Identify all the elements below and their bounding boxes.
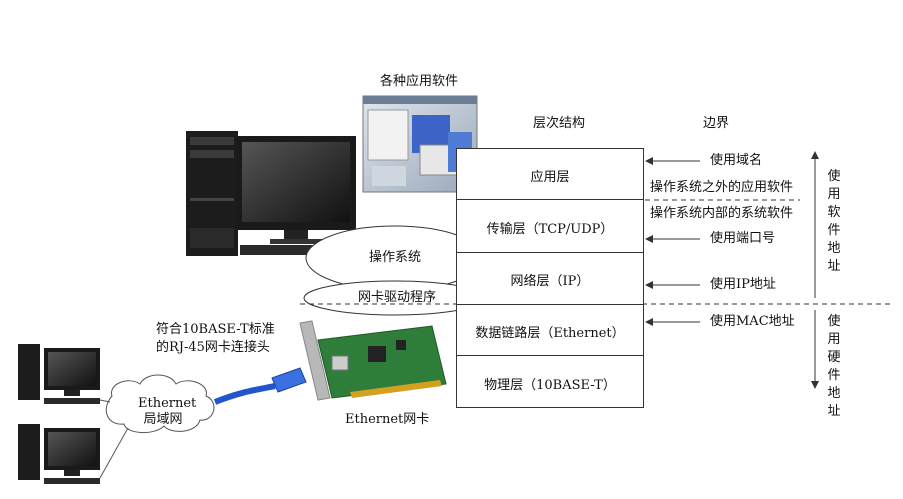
boundary-port: 使用端口号 [710, 231, 776, 246]
small-computer-icon [18, 344, 100, 404]
hardware-address-label: 使 用 硬 件 地 址 [826, 313, 842, 421]
boundary-heading: 边界 [703, 116, 730, 131]
monitor-icon [236, 136, 356, 255]
lan-cloud-shape [105, 374, 215, 433]
layer-network: 网络层（IP） [456, 252, 644, 305]
boundary-domain: 使用域名 [710, 153, 763, 168]
char: 地 [827, 241, 841, 256]
char: 址 [827, 404, 841, 419]
char: 址 [827, 259, 841, 274]
boundary-outside-os: 操作系统之外的应用软件 [650, 180, 794, 195]
software-address-label: 使 用 软 件 地 址 [826, 168, 842, 276]
driver-label: 网卡驱动程序 [358, 290, 437, 305]
layer-label: 网络层（IP） [510, 274, 590, 289]
connection-line [99, 399, 111, 403]
computer-tower-icon [186, 131, 238, 256]
os-label: 操作系统 [369, 250, 422, 265]
structure-heading: 层次结构 [533, 116, 586, 131]
char: 件 [827, 223, 841, 238]
layer-physical: 物理层（10BASE-T） [456, 355, 644, 408]
char: 地 [827, 386, 841, 401]
nic-label: Ethernet网卡 [345, 412, 430, 427]
boundary-mac: 使用MAC地址 [710, 314, 795, 329]
char: 硬 [827, 350, 841, 365]
layer-label: 物理层（10BASE-T） [484, 378, 616, 393]
small-computer-icon [18, 424, 100, 484]
lan-label-line2: 局域网 [143, 412, 183, 427]
application-software-image [362, 95, 478, 193]
char: 用 [827, 187, 841, 202]
layer-datalink: 数据链路层（Ethernet） [456, 304, 644, 356]
boundary-inside-os: 操作系统内部的系统软件 [650, 206, 794, 221]
layer-transport: 传输层（TCP/UDP） [456, 199, 644, 253]
char: 件 [827, 368, 841, 383]
network-card-icon [299, 320, 447, 401]
char: 使 [827, 314, 841, 329]
connection-line [99, 427, 129, 479]
layer-label: 传输层（TCP/UDP） [486, 222, 614, 237]
layer-label: 数据链路层（Ethernet） [475, 326, 625, 341]
lan-label-line1: Ethernet [138, 396, 197, 411]
apps-label: 各种应用软件 [380, 74, 459, 89]
boundary-ip: 使用IP地址 [710, 277, 776, 292]
connector-label-line1: 符合10BASE-T标准 [156, 322, 275, 337]
rj45-cable-icon [213, 367, 307, 405]
layer-application: 应用层 [456, 148, 644, 200]
char: 软 [827, 205, 841, 220]
char: 用 [827, 332, 841, 347]
char: 使 [827, 169, 841, 184]
connector-label-line2: 的RJ-45网卡连接头 [156, 340, 270, 355]
layer-label: 应用层 [530, 170, 570, 185]
